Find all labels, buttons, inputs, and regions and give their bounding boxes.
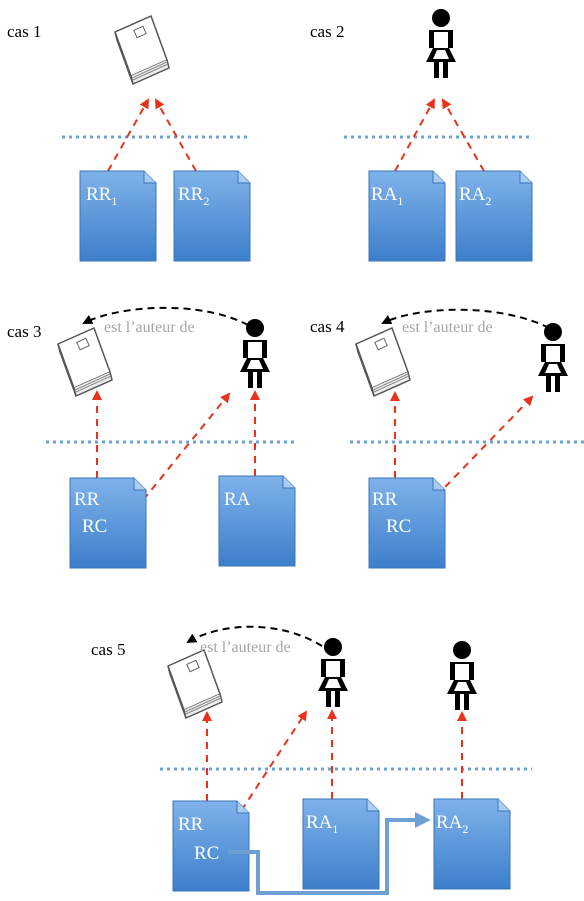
relation-arrow <box>82 306 249 326</box>
case-2: cas 2 RA1 RA2 <box>310 9 533 262</box>
link-arrow <box>107 98 149 172</box>
person-icon <box>426 9 456 78</box>
case-label: cas 3 <box>7 322 41 341</box>
person-icon <box>240 319 270 388</box>
case-label: cas 5 <box>91 640 125 659</box>
record-label: RA <box>224 489 251 510</box>
relation-arrow <box>186 625 323 647</box>
case-1: cas 1 RR1 RR2 <box>7 15 251 262</box>
link-arrow <box>441 98 485 172</box>
case-label: cas 4 <box>310 317 345 336</box>
record-label: RA2 <box>459 184 491 208</box>
record-label: RA1 <box>306 812 338 836</box>
case-5: cas 5 est l’auteur de RR RC RA1 RA2 <box>91 625 532 895</box>
link-arrow <box>155 98 197 172</box>
book-icon <box>114 15 170 85</box>
case-4: cas 4 est l’auteur de RR RC <box>310 308 584 569</box>
case-label: cas 2 <box>310 22 344 41</box>
record-label: RR <box>74 489 100 510</box>
record-label: RC <box>82 516 107 537</box>
case-label: cas 1 <box>7 22 41 41</box>
case-3: cas 3 est l’auteur de RR RC RA <box>7 306 297 569</box>
book-icon <box>57 327 113 397</box>
relation-label: est l’auteur de <box>104 319 195 336</box>
flow-arrow <box>228 812 431 895</box>
record-label: RA1 <box>371 184 403 208</box>
record-label: RR <box>178 814 204 835</box>
record-label: RC <box>194 843 219 864</box>
person-icon <box>318 638 348 707</box>
record-label: RA2 <box>436 812 468 836</box>
record-label: RR1 <box>86 184 117 208</box>
book-icon <box>355 327 411 397</box>
link-arrow <box>394 98 435 172</box>
relation-arrow <box>381 308 550 329</box>
record-label: RR <box>372 489 398 510</box>
person-icon <box>447 641 477 710</box>
relation-label: est l’auteur de <box>200 639 291 656</box>
record-label: RC <box>386 516 411 537</box>
relation-label: est l’auteur de <box>402 319 493 336</box>
person-icon <box>538 323 568 392</box>
record-label: RR2 <box>178 184 209 208</box>
book-icon <box>167 649 223 719</box>
